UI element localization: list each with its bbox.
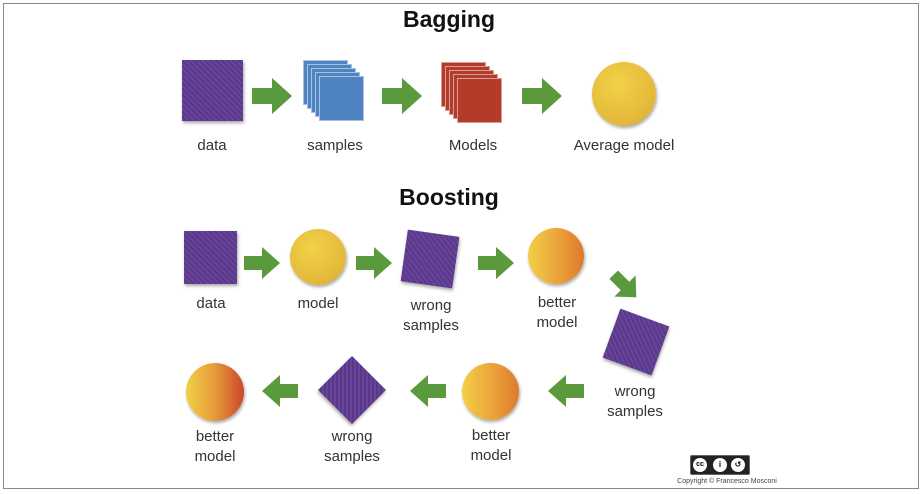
boosting-label-better-model: better model	[536, 294, 578, 331]
arrow-left-icon	[548, 375, 584, 407]
bagging-data-square	[182, 60, 243, 121]
bagging-label-samples: samples	[307, 137, 363, 154]
arrow-right-icon	[356, 247, 392, 279]
boosting-data-square	[184, 231, 237, 284]
arrow-right-icon	[382, 78, 422, 114]
sa-icon: ↺	[731, 458, 745, 472]
boosting-title: Boosting	[399, 184, 499, 210]
boosting-label-wrong-samples: wrong samples	[324, 428, 380, 465]
boosting-better-model-circle	[528, 228, 584, 284]
boosting-better-model-circle	[462, 363, 519, 420]
bagging-label-data: data	[197, 137, 227, 154]
arrow-left-icon	[262, 375, 298, 407]
arrow-left-icon	[410, 375, 446, 407]
arrow-right-icon	[478, 247, 514, 279]
cc-icon: cc	[693, 458, 707, 472]
boosting-label-model: model	[297, 295, 339, 312]
cc-license-badge[interactable]: cc i ↺	[690, 455, 750, 475]
bagging-label-models: Models	[448, 137, 498, 154]
boosting-label-data: data	[196, 295, 226, 312]
boosting-wrong-samples-square	[400, 229, 460, 289]
by-icon: i	[713, 458, 727, 472]
slide-frame	[3, 3, 919, 489]
bagging-label-average-model: Average model	[573, 137, 675, 154]
boosting-label-better-model: better model	[470, 427, 512, 464]
arrow-right-icon	[522, 78, 562, 114]
arrow-right-icon	[244, 247, 280, 279]
boosting-label-better-model: better model	[194, 428, 236, 465]
boosting-final-model-circle	[186, 363, 244, 421]
boosting-label-wrong-samples: wrong samples	[403, 297, 459, 334]
bagging-average-model-circle	[592, 62, 656, 126]
boosting-model-circle	[290, 229, 346, 285]
bagging-models-stack	[441, 62, 503, 124]
arrow-right-icon	[252, 78, 292, 114]
bagging-title: Bagging	[403, 6, 495, 32]
bagging-samples-stack	[303, 60, 365, 122]
arrow-down-right-icon	[609, 270, 637, 298]
boosting-label-wrong-samples: wrong samples	[607, 383, 663, 420]
copyright-text: Copyright © Francesco Mosconi	[677, 478, 777, 485]
